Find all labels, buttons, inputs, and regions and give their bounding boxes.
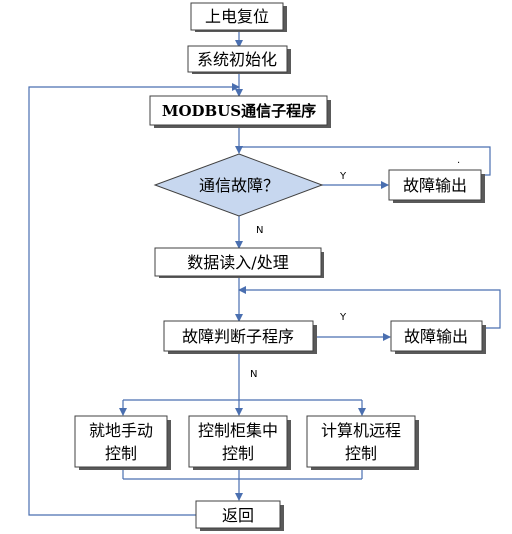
yes-label-1: Y: [339, 171, 347, 182]
no-label-1: N: [256, 225, 263, 236]
system-init-label: 系统初始化: [197, 50, 277, 69]
return-label: 返回: [222, 506, 254, 525]
connectors: [28, 31, 501, 516]
data-read-label: 数据读入/处理: [187, 253, 288, 272]
cabinet-central-label-line2: 控制: [222, 444, 254, 463]
computer-remote-label-line2: 控制: [345, 444, 377, 463]
data-read-box: 数据读入/处理: [154, 247, 324, 278]
computer-remote-box: 计算机远程 控制: [306, 415, 419, 470]
fault-judge-sub-box: 故障判断子程序: [163, 320, 317, 354]
system-init-box: 系统初始化: [187, 45, 291, 74]
fault-judge-sub-label: 故障判断子程序: [182, 327, 294, 346]
yes-label-2: Y: [339, 312, 347, 323]
power-reset-label: 上电复位: [205, 7, 269, 26]
modbus-sub-label: MODBUS通信子程序: [162, 102, 316, 120]
return-box: 返回: [195, 500, 284, 531]
fault-output-1-label: 故障输出: [403, 176, 467, 195]
comm-fault-decision: 通信故障？: [153, 153, 324, 217]
cabinet-central-box: 控制柜集中 控制: [188, 415, 291, 470]
comm-fault-label: 通信故障？: [199, 176, 279, 195]
local-manual-label-line1: 就地手动: [89, 421, 153, 440]
fault-output-1-box: 故障输出: [388, 169, 485, 203]
no-label-2: N: [250, 369, 257, 380]
modbus-sub-box: MODBUS通信子程序: [149, 95, 331, 128]
stray-dot: .: [457, 155, 460, 166]
cabinet-central-label-line1: 控制柜集中: [198, 421, 278, 440]
local-manual-label-line2: 控制: [105, 444, 137, 463]
computer-remote-label-line1: 计算机远程: [321, 421, 401, 440]
fault-output-2-box: 故障输出: [390, 320, 486, 354]
local-manual-box: 就地手动 控制: [74, 415, 171, 470]
power-reset-box: 上电复位: [190, 2, 287, 32]
fault-output-2-label: 故障输出: [404, 327, 468, 346]
